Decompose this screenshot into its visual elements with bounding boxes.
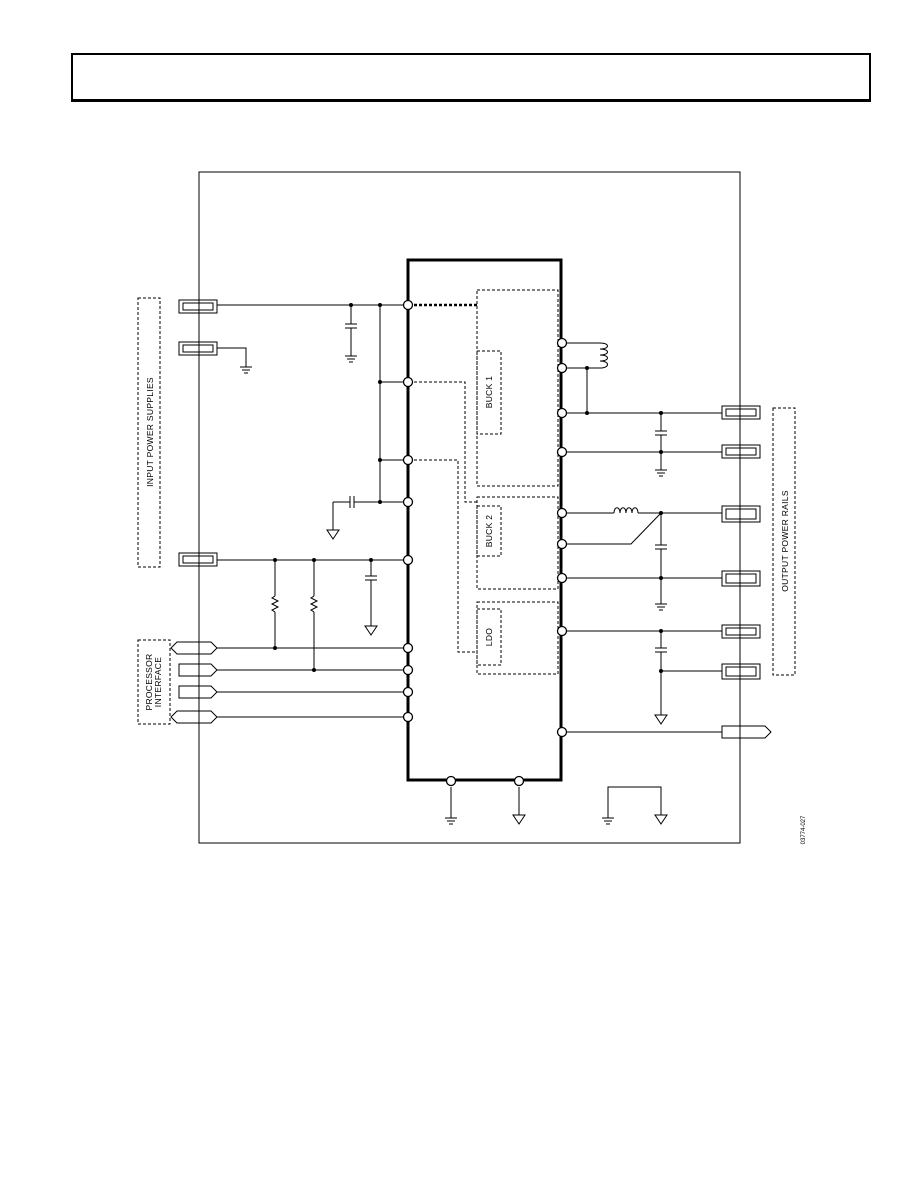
ldo-vout-connector xyxy=(721,624,761,639)
buck2-label-box xyxy=(476,505,502,557)
input-signal-1 xyxy=(178,663,218,677)
buck2-vout-connector xyxy=(721,505,761,523)
ground-icon xyxy=(655,469,667,477)
gnd-connector xyxy=(178,341,218,356)
output-signal-connector xyxy=(721,725,772,739)
pullup-resistor-1 xyxy=(270,595,280,613)
ldo-label-box xyxy=(476,608,502,666)
ref-capacitor xyxy=(333,496,380,508)
ic-pin xyxy=(556,507,568,519)
processor-interface-box xyxy=(137,639,171,725)
ground-icon xyxy=(345,355,357,363)
vin-connector xyxy=(178,299,218,314)
ic-pin xyxy=(402,496,414,508)
junction-dots xyxy=(273,303,663,673)
ground-icon xyxy=(655,603,667,611)
analog-ground-icon xyxy=(326,529,340,540)
ldo-output-capacitor xyxy=(655,631,667,715)
vio-capacitor xyxy=(365,560,377,626)
bidir-signal-2 xyxy=(170,710,218,724)
analog-ground-icon xyxy=(364,625,378,636)
buck1-label: BUCK 1 xyxy=(484,376,494,409)
pullup-resistor-2 xyxy=(309,595,319,613)
ground-icon xyxy=(445,787,457,825)
ic-pins xyxy=(402,299,568,787)
ground-icon xyxy=(602,817,614,825)
ic-pin xyxy=(402,642,414,654)
ic-pin xyxy=(402,299,414,311)
pin-to-buck2 xyxy=(414,381,477,503)
input-signal-2 xyxy=(178,685,218,699)
vin-capacitor xyxy=(345,323,357,329)
ldo-label: LDO xyxy=(484,628,494,646)
processor-interface-label-line2: INTERFACE xyxy=(153,657,163,707)
ic-pin xyxy=(556,572,568,584)
ground-icon xyxy=(240,366,252,374)
ic-body xyxy=(406,258,563,782)
pin-to-ldo xyxy=(414,459,477,653)
ic-pin xyxy=(402,686,414,698)
buck1-gnd-connector xyxy=(721,444,761,459)
input-power-supplies-label: INPUT POWER SUPPLIES xyxy=(145,377,155,487)
buck1-output-capacitor xyxy=(655,413,667,470)
vio-connector xyxy=(178,552,218,567)
buck1-vout-connector xyxy=(721,405,761,420)
output-power-rails-box xyxy=(772,407,796,676)
ic-pin xyxy=(402,554,414,566)
processor-interface-label-line1: PROCESSOR xyxy=(144,653,154,710)
ic-pin xyxy=(556,362,568,374)
ic-pin xyxy=(556,407,568,419)
ic-pin xyxy=(402,376,414,388)
ic-pin xyxy=(556,726,568,738)
buck2-gnd-connector xyxy=(721,570,761,587)
buck1-label-box xyxy=(476,350,502,435)
ic-pin xyxy=(556,538,568,550)
page-header-box xyxy=(71,53,871,102)
figure-id-label: 03774-027 xyxy=(801,815,807,844)
input-power-supplies-box xyxy=(137,297,161,568)
ldo-gnd-connector xyxy=(721,663,761,680)
buck1-inductor xyxy=(599,342,608,369)
analog-ground-icon xyxy=(654,814,668,825)
ic-pin xyxy=(402,711,414,723)
board-frame xyxy=(198,171,741,844)
analog-ground-icon xyxy=(512,787,526,825)
ic-pin xyxy=(556,337,568,349)
ic-pin xyxy=(513,775,525,787)
buck2-inductor xyxy=(613,507,639,514)
buck2-label: BUCK 2 xyxy=(484,515,494,548)
output-power-rails-label: OUTPUT POWER RAILS xyxy=(780,490,790,592)
ic-pin xyxy=(402,454,414,466)
bidir-signal-1 xyxy=(170,641,218,655)
ic-pin xyxy=(556,446,568,458)
buck2-output-capacitor xyxy=(655,513,667,604)
analog-ground-icon xyxy=(654,714,668,725)
ic-pin xyxy=(402,664,414,676)
ic-pin xyxy=(445,775,457,787)
ic-pin xyxy=(556,625,568,637)
